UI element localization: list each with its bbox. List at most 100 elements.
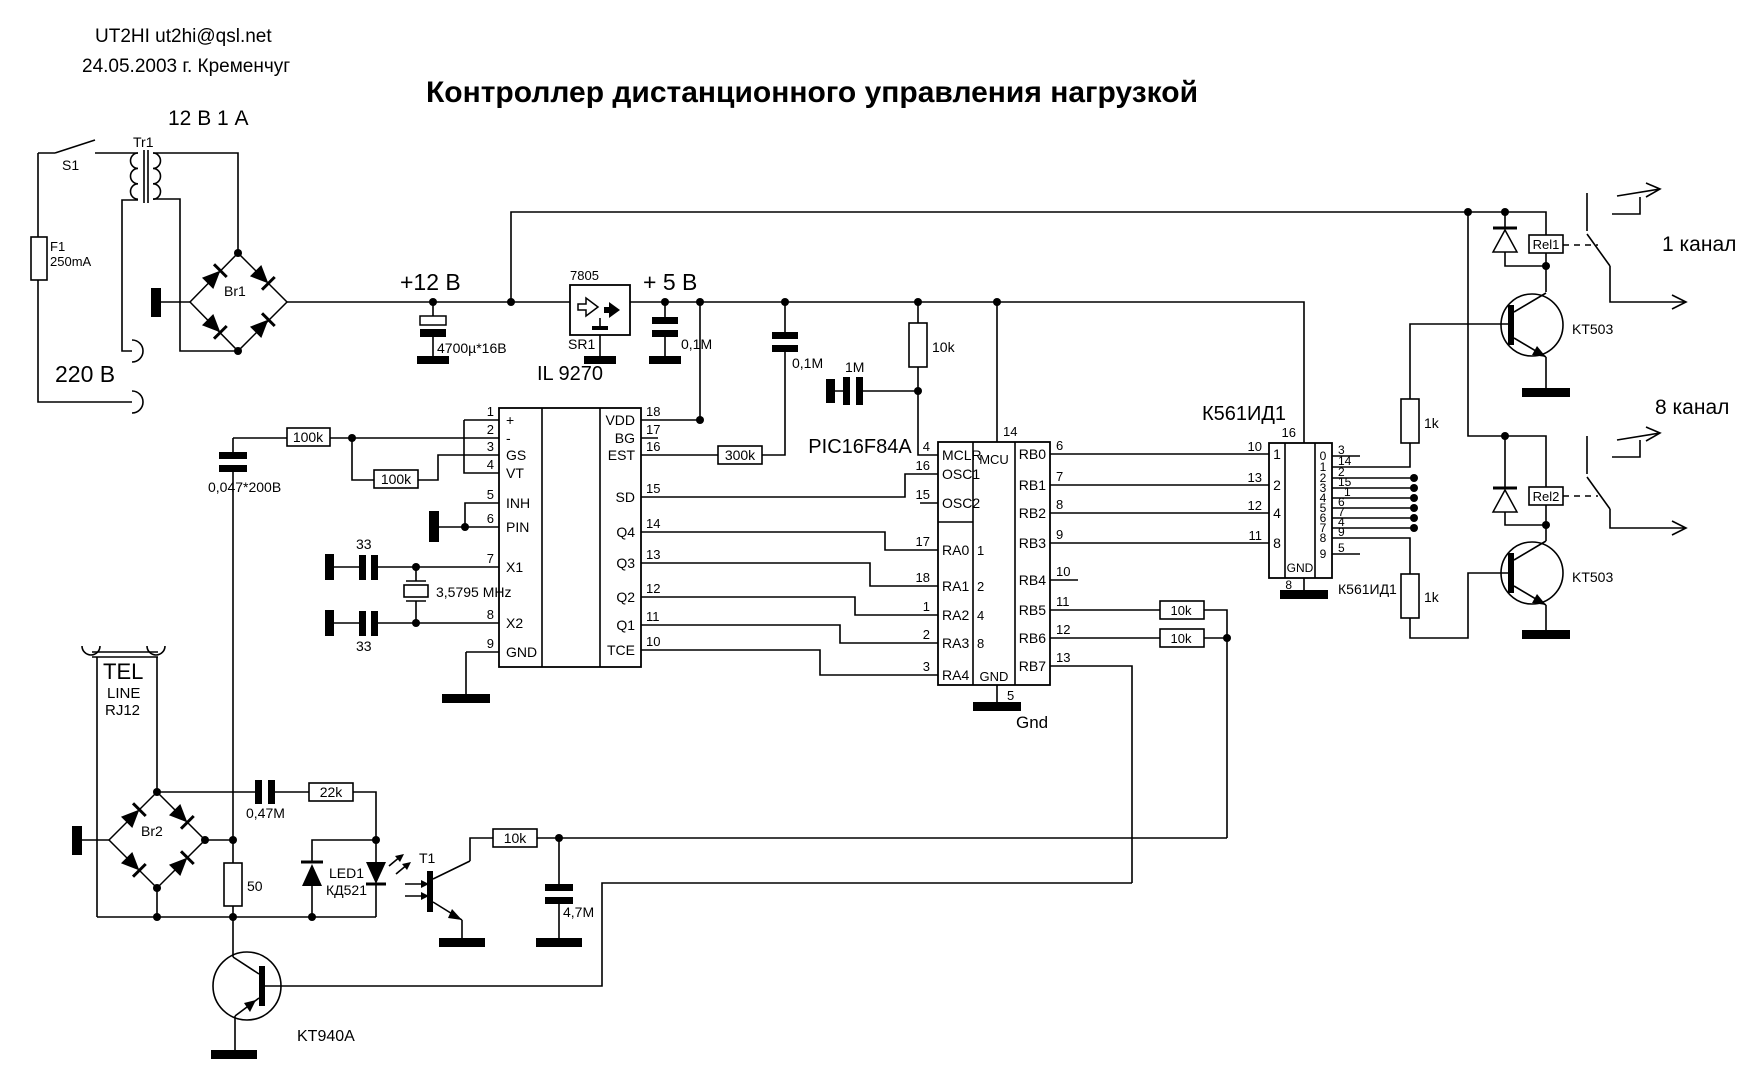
label-1m: 1M <box>845 359 864 375</box>
weight-label: 8 <box>977 636 984 651</box>
pin-num: 12 <box>1248 498 1262 513</box>
pin-num: 16 <box>646 439 660 454</box>
pic-box <box>937 441 1051 686</box>
label-100k-1: 100k <box>293 429 324 445</box>
pin-label: TCE <box>607 642 635 658</box>
regulator-gnd-tick <box>592 326 608 330</box>
pin-label: 1 <box>1273 446 1281 462</box>
resistor-1k-2 <box>1400 573 1420 619</box>
tel-hooks <box>81 645 166 656</box>
cap-33-plate <box>371 555 378 580</box>
transistor-kt940a-circle <box>212 951 282 1021</box>
terminal-bar <box>151 288 161 317</box>
resistor-22k <box>308 782 354 802</box>
out-label: 3 <box>1320 481 1327 495</box>
ground-icon <box>649 356 681 364</box>
pin-label: Q1 <box>616 617 635 633</box>
pin-num: 4 <box>923 439 930 454</box>
pin-num: 7 <box>1056 469 1063 484</box>
label-br2: Br2 <box>141 823 163 839</box>
ground-icon <box>439 938 485 947</box>
pin-label: GS <box>506 447 526 463</box>
bridge-br2-outline <box>107 790 207 890</box>
demux-title: К561ИД1 <box>1202 403 1286 425</box>
resistor-10k-rb6 <box>1159 628 1205 648</box>
flyback-diode-icon <box>1491 228 1519 253</box>
pin-label: RB1 <box>1019 477 1046 493</box>
pin-label: Q3 <box>616 555 635 571</box>
arrow-head-icon <box>402 862 411 870</box>
dtmf-decoder-il9270: IL 9270 100k 100k 300k 0,047*200В 33 33 … <box>208 363 763 703</box>
date-place-line: 24.05.2003 г. Кременчуг <box>82 56 290 77</box>
pin-num: 14 <box>646 516 660 531</box>
pin-num: 7 <box>1338 505 1345 519</box>
pin-num: 10 <box>1056 564 1070 579</box>
pin-num: 5 <box>1007 688 1014 703</box>
pin-label: RB5 <box>1019 602 1046 618</box>
label-7805: 7805 <box>570 268 599 283</box>
diode-icon <box>168 803 195 830</box>
pin-label: GND <box>506 644 537 660</box>
label-5v: + 5 В <box>643 269 697 295</box>
label-gnd-net: Gnd <box>1016 713 1048 732</box>
cap-1m-plate <box>843 377 850 405</box>
phototransistor-base-bar <box>427 871 433 912</box>
terminal-bar <box>826 379 835 403</box>
cap-01m2-plate <box>772 332 798 339</box>
label-tel: TEL <box>103 659 143 684</box>
mcu-pic16f84a: PIC16F84A 10k 1M MCU GND 14 5 Gnd 1 2 4 … <box>808 339 1205 732</box>
pin-num: 8 <box>1056 497 1063 512</box>
label-12v: +12 В <box>400 269 461 295</box>
pin-label: RB7 <box>1019 658 1046 674</box>
label-10k-mclr: 10k <box>932 339 956 355</box>
label-33-1: 33 <box>356 536 372 552</box>
bridge-br1-outline <box>188 251 289 353</box>
pin-label: + <box>506 412 514 428</box>
arrow-head-icon <box>421 880 429 888</box>
pin-label: 2 <box>1273 477 1281 493</box>
wire-decoder-to-mcu <box>641 437 998 702</box>
label-br1: Br1 <box>224 283 246 299</box>
label-10k-rb5: 10k <box>1171 603 1192 618</box>
pic-dividers <box>938 442 1016 685</box>
pin-num: 15 <box>1338 475 1352 489</box>
label-demux-gnd: GND <box>1287 561 1314 575</box>
pin-num: 12 <box>646 581 660 596</box>
pin-label: RB3 <box>1019 535 1046 551</box>
out-label: 1 <box>1320 460 1327 474</box>
relay-link-dashed <box>1563 244 1598 497</box>
pin-num: 3 <box>487 439 494 454</box>
tel-line-input: TEL LINE RJ12 Br2 0,47M 22k 50 LED1 КД52… <box>72 659 411 907</box>
pin-label: RA1 <box>942 578 969 594</box>
page-title: Контроллер дистанционного управления наг… <box>426 76 1198 109</box>
weight-label: 2 <box>977 579 984 594</box>
resistor-50 <box>223 862 243 907</box>
pin-label: 4 <box>1273 505 1281 521</box>
out-label: 2 <box>1320 471 1327 485</box>
pin-num: 14 <box>1003 424 1017 439</box>
pin-label: INH <box>506 495 530 511</box>
fuse-f1 <box>30 236 48 281</box>
pin-label: RB2 <box>1019 505 1046 521</box>
pin-num: 5 <box>487 487 494 502</box>
cap-01m-plate <box>652 317 678 324</box>
terminal-bar <box>325 554 334 580</box>
pin-num: 3 <box>923 659 930 674</box>
relay-channel-1: Rel1 KT503 1k 1 канал <box>1400 226 1736 444</box>
cap-1m-plate <box>856 377 863 405</box>
pin-label: PIN <box>506 519 529 535</box>
pin-label: RA2 <box>942 607 969 623</box>
pin-label: RA3 <box>942 635 969 651</box>
resistor-100k-2 <box>373 469 419 489</box>
cap-047-plate <box>268 780 275 804</box>
diode-icon <box>249 312 276 339</box>
il9270-dividers <box>541 408 601 667</box>
label-s1: S1 <box>62 157 79 173</box>
pin-label: RA4 <box>942 667 969 683</box>
pin-label: RB0 <box>1019 446 1046 462</box>
pin-label: OSC2 <box>942 495 980 511</box>
label-10k-opto: 10k <box>504 830 528 846</box>
arrow-in-icon <box>577 296 600 318</box>
